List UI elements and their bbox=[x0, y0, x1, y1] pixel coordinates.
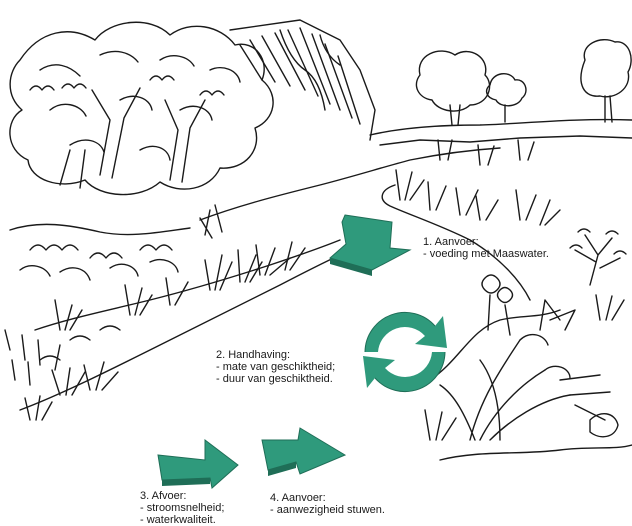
label-handhaving-title: 2. Handhaving: bbox=[216, 349, 335, 361]
label-handhaving-line: - mate van geschiktheid; bbox=[216, 361, 335, 373]
label-afvoer-line: - stroomsnelheid; bbox=[140, 502, 224, 514]
label-aanvoer-1-title: 1. Aanvoer: bbox=[423, 236, 549, 248]
label-afvoer-line: - waterkwaliteit. bbox=[140, 514, 224, 526]
arrow-down-right-icon bbox=[158, 440, 238, 488]
cycle-arrows-icon bbox=[363, 312, 447, 391]
label-aanvoer-1-line: - voeding met Maaswater. bbox=[423, 248, 549, 260]
label-afvoer: 3. Afvoer: - stroomsnelheid; - waterkwal… bbox=[140, 490, 224, 526]
label-handhaving: 2. Handhaving: - mate van geschiktheid; … bbox=[216, 349, 335, 385]
arrow-down-right-icon bbox=[330, 215, 410, 276]
label-aanvoer-1: 1. Aanvoer: - voeding met Maaswater. bbox=[423, 236, 549, 260]
label-aanvoer-4-title: 4. Aanvoer: bbox=[270, 492, 385, 504]
label-aanvoer-4-line: - aanwezigheid stuwen. bbox=[270, 504, 385, 516]
arrow-up-right-icon bbox=[262, 428, 345, 476]
label-handhaving-line: - duur van geschiktheid. bbox=[216, 373, 335, 385]
label-aanvoer-4: 4. Aanvoer: - aanwezigheid stuwen. bbox=[270, 492, 385, 516]
label-afvoer-title: 3. Afvoer: bbox=[140, 490, 224, 502]
